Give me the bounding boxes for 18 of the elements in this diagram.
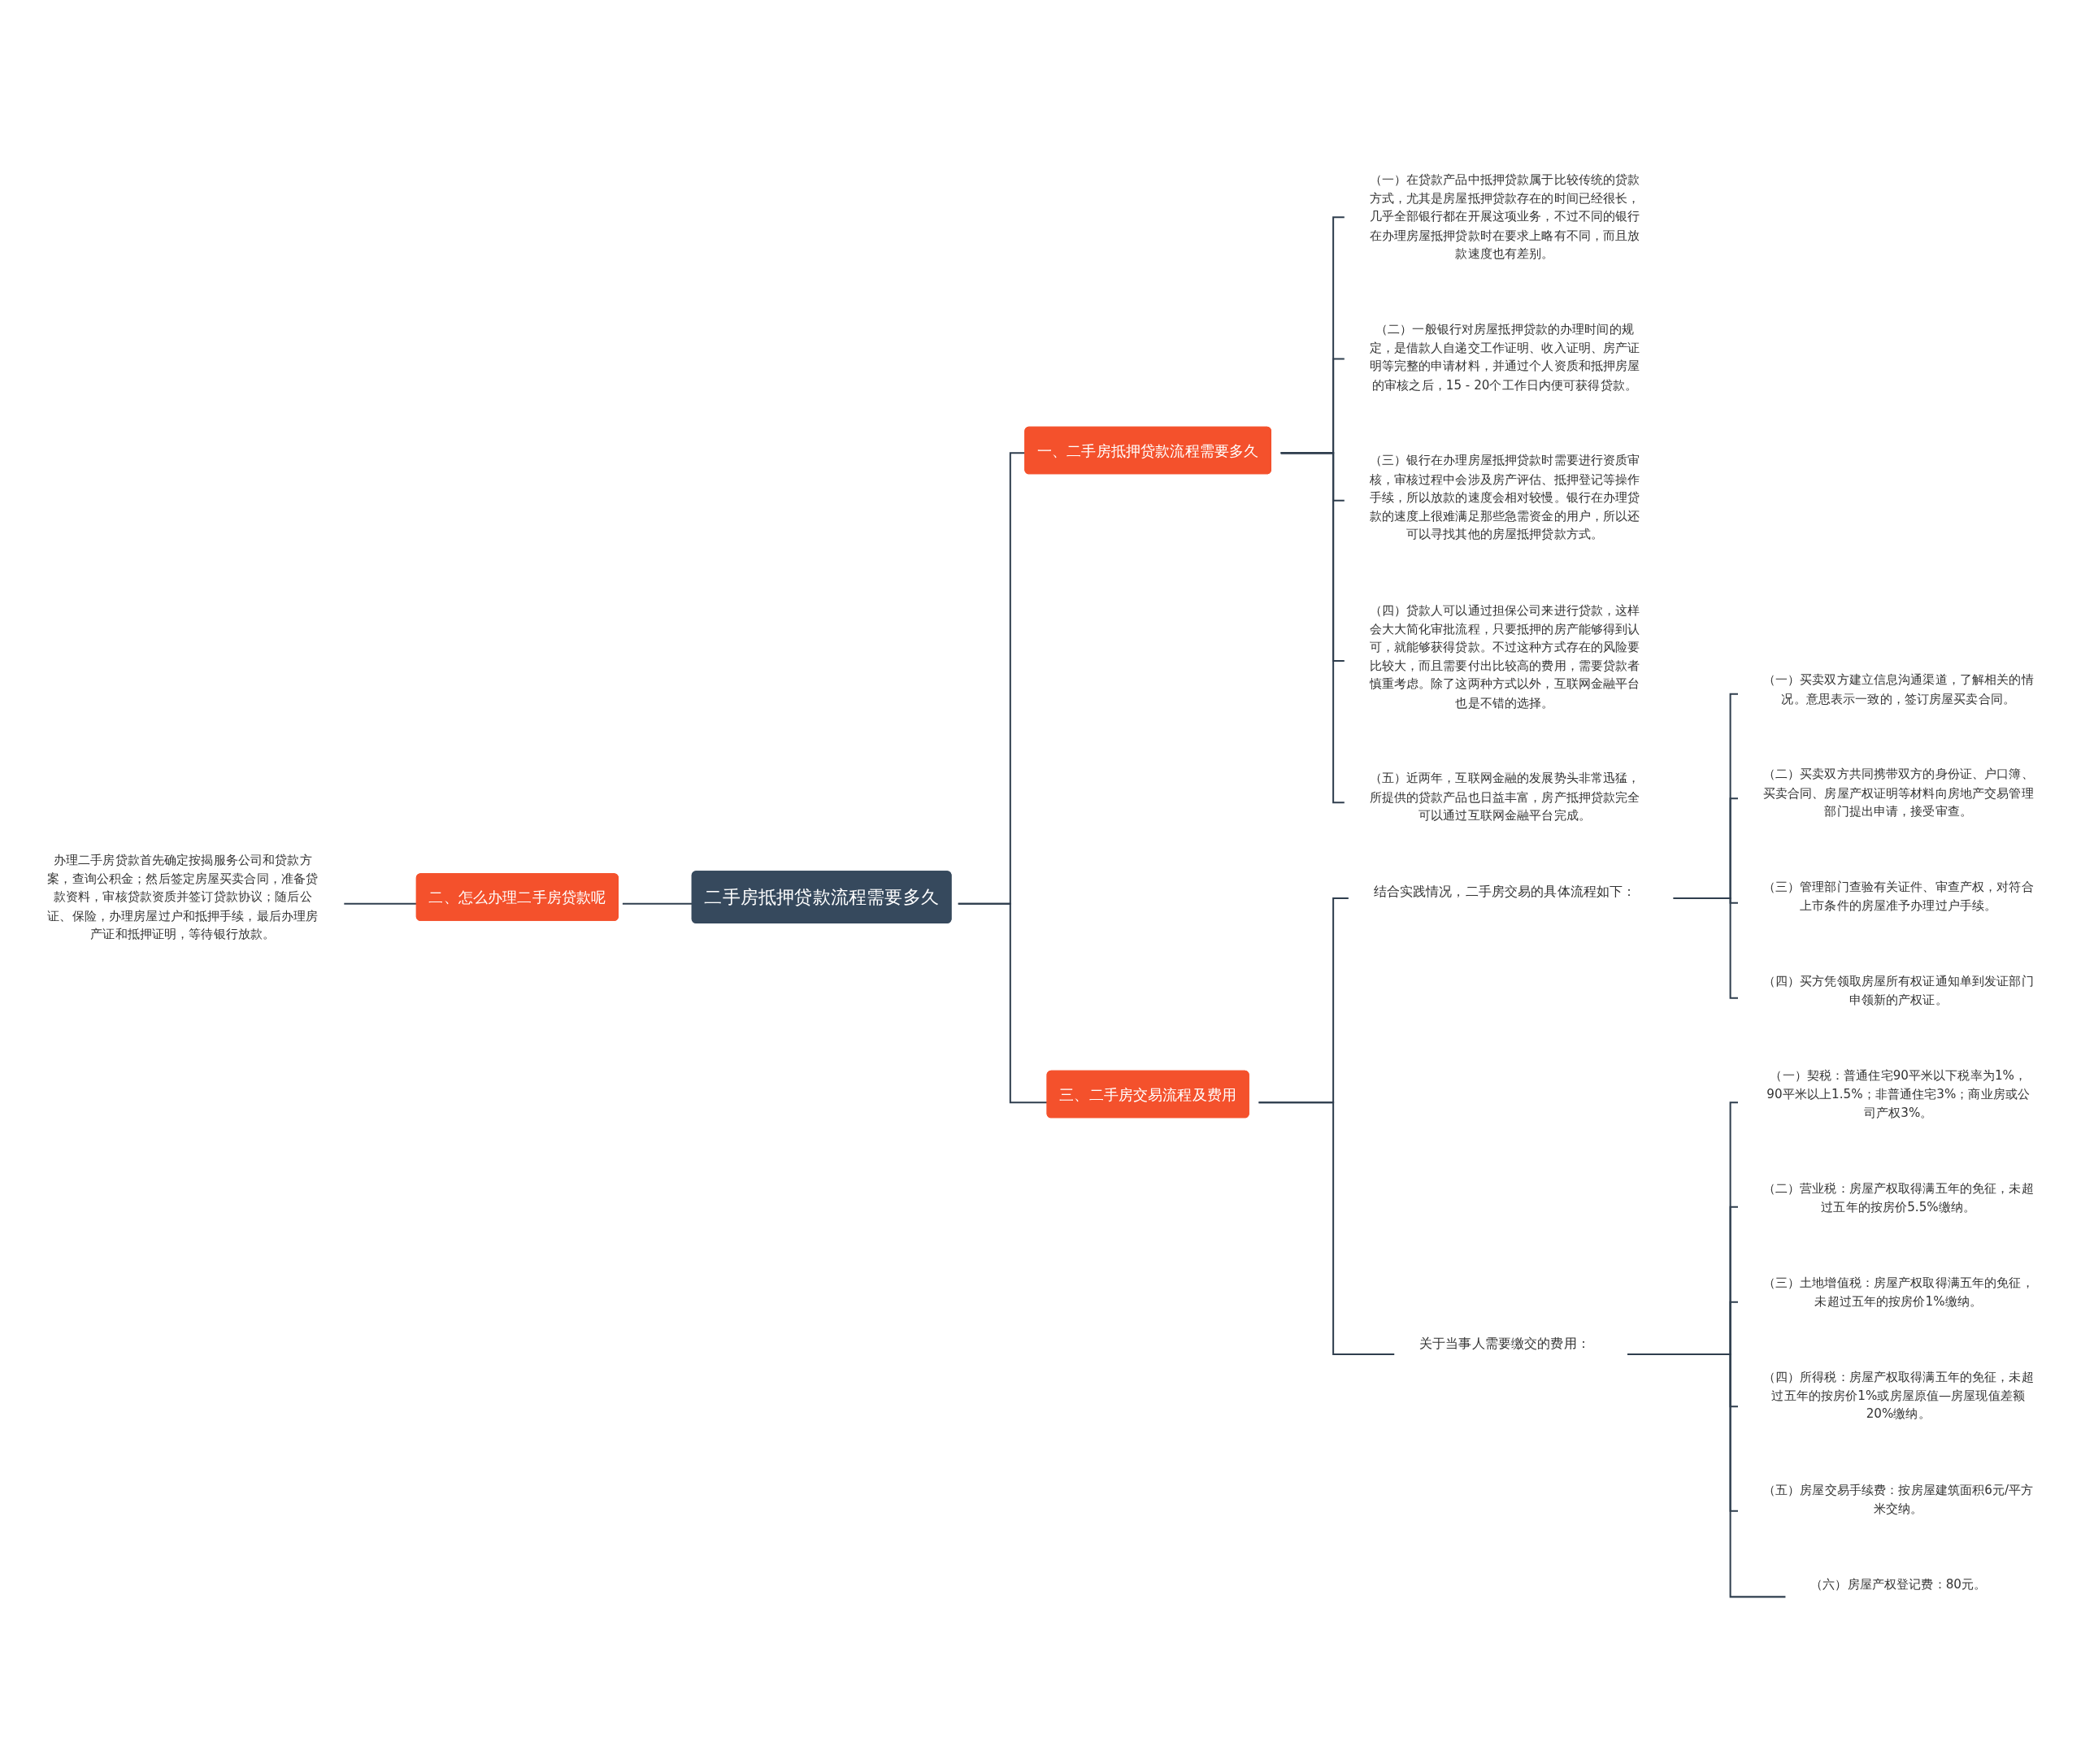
node-text: （一）契税：普通住宅90平米以下税率为1%，90平米以上1.5%；非普通住宅3%；商业房或公司产权3%。 [1766,1068,2031,1120]
node-text: （四）买方凭领取房屋所有权证通知单到发证部门申领新的产权证。 [1762,974,2034,1007]
node-text: （四）贷款人可以通过担保公司来进行贷款，这样会大大简化审批流程，只要抵押的房产能够得到认可，就能够获得贷款。不过这种方式存在的风险要比较大，而且需要付出比较高的费用，需要贷款者慎重考虑。除了这两种方式以外，互联网金融平台也是不错的选择。 [1369,602,1640,710]
node-text: （四）所得税：房屋产权取得满五年的免征，未超过五年的按房价1%或房屋原值—房屋现值差额20%缴纳。 [1762,1369,2034,1422]
node-text: （一）在贷款产品中抵押贷款属于比较传统的贷款方式，尤其是房屋抵押贷款存在的时间已经很长，几乎全部银行都在开展这项业务，不过不同的银行在办理房屋抵押贷款时在要求上略有不同，而且放款速度也有差别。 [1369,172,1640,261]
node-text: 关于当事人需要缴交的费用： [1419,1336,1590,1352]
node-text: 结合实践情况，二手房交易的具体流程如下： [1373,883,1636,900]
node-text: （五）近两年，互联网金融的发展势头非常迅猛，所提供的贷款产品也日益丰富，房产抵押贷款完全可以通过互联网金融平台完成。 [1369,771,1640,823]
node-text: （六）房屋产权登记费：80元。 [1810,1576,1987,1592]
node-text: （三）土地增值税：房屋产权取得满五年的免征，未超过五年的按房价1%缴纳。 [1762,1275,2034,1309]
node-text: （三）银行在办理房屋抵押贷款时需要进行资质审核，审核过程中会涉及房产评估、抵押登记等操作手续，所以放款的速度会相对较慢。银行在办理贷款的速度上很难满足那些急需资金的用户，所以还可以寻找其他的房屋抵押贷款方式。 [1369,453,1640,542]
node-text: （三）管理部门查验有关证件、审查产权，对符合上市条件的房屋准予办理过户手续。 [1762,880,2034,913]
node-text: （五）房屋交易手续费：按房屋建筑面积6元/平方米交纳。 [1762,1482,2034,1516]
node-text: （二）一般银行对房屋抵押贷款的办理时间的规定，是借款人自递交工作证明、收入证明、房产证明等完整的申请材料，并通过个人资质和抵押房屋的审核之后，15 - 20个工作日内便可获得贷款。 [1369,321,1640,393]
node-text: （一）买卖双方建立信息沟通渠道，了解相关的情况。意思表示一致的，签订房屋买卖合同。 [1762,672,2034,706]
node-text: 办理二手房贷款首先确定按揭服务公司和贷款方案，查询公积金；然后签定房屋买卖合同，准备贷款资料，审核贷款资质并签订贷款协议；随后公证、保险，办理房屋过户和抵押手续，最后办理房产证和抵押证明，等待银行放款。 [47,852,319,941]
node-text: （二）买卖双方共同携带双方的身份证、户口簿、买卖合同、房屋产权证明等材料向房地产交易管理部门提出申请，接受审查。 [1762,767,2034,819]
node-text: （二）营业税：房屋产权取得满五年的免征，未超过五年的按房价5.5%缴纳。 [1762,1180,2034,1214]
